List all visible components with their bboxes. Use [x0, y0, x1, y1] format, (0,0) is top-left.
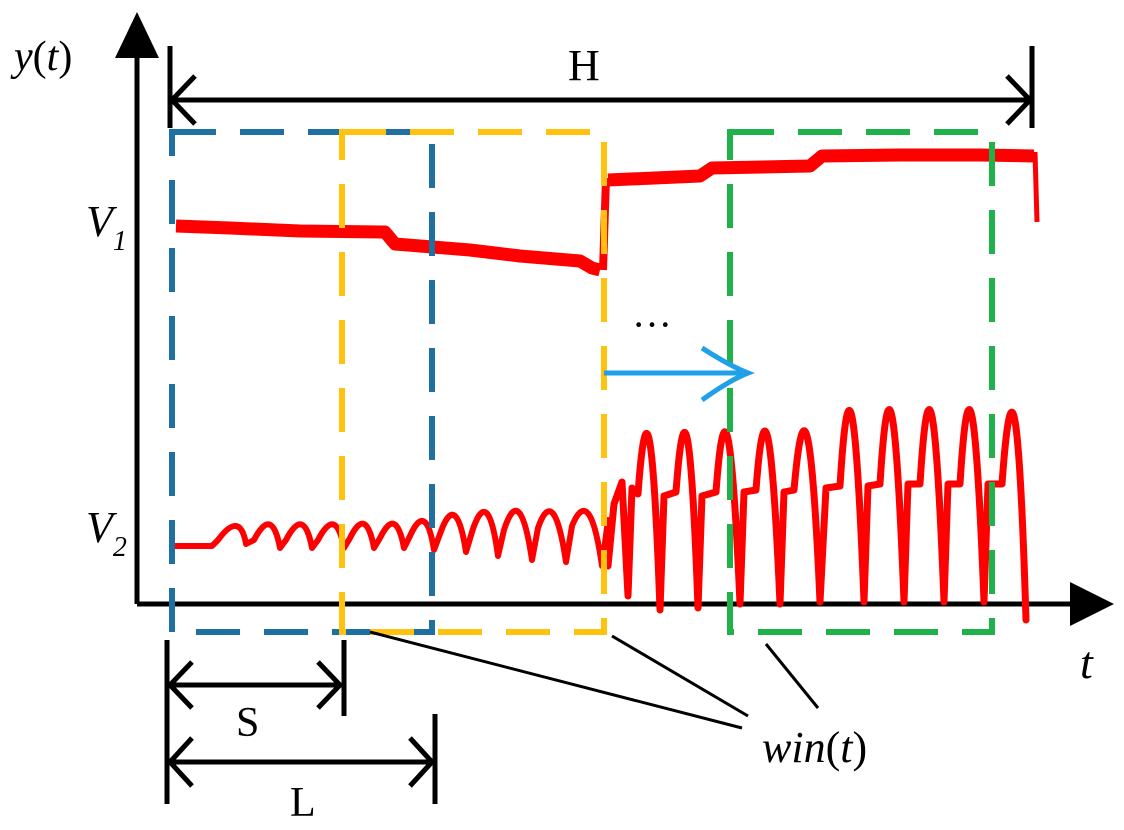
v1-label-main: V: [86, 197, 118, 246]
ellipsis-label: ···: [632, 302, 672, 347]
v2-label-main: V: [86, 503, 118, 552]
v1-signal-segment-2: [607, 148, 1035, 187]
x-axis-arrowhead: [1070, 582, 1114, 626]
window-function-label-win: win: [762, 723, 826, 772]
horizon-arrow-right: [1005, 74, 1034, 126]
y-axis-label-open: (: [33, 34, 47, 80]
v2-label: V2: [86, 503, 127, 563]
window-last: [727, 129, 995, 635]
window-function-label-open: (: [826, 723, 841, 772]
length-arrow-left: [166, 736, 194, 788]
y-axis-label-close: ): [58, 34, 72, 80]
slide-arrow-head: [700, 345, 755, 403]
window-function-label-close: ): [852, 723, 867, 772]
window-second: [339, 129, 607, 635]
leader-line-last: [764, 643, 820, 709]
horizon-arrow-left: [168, 74, 197, 126]
step-arrow-right: [316, 660, 344, 710]
v1-signal-segment-1: [175, 219, 602, 277]
length-arrow-right: [408, 736, 436, 788]
length-label: L: [290, 780, 316, 826]
y-axis-label: y(t): [10, 34, 72, 80]
v1-label: V1: [86, 197, 127, 257]
v1-signal-end-drop: [1032, 151, 1040, 223]
v2-label-sub: 2: [113, 532, 127, 563]
window-function-label: win(t): [762, 723, 867, 772]
horizon-label: H: [568, 41, 600, 90]
step-label: S: [236, 700, 259, 746]
window-first: [169, 129, 435, 635]
y-axis-label-y: y: [10, 34, 33, 80]
v2-signal: [169, 406, 1030, 624]
step-arrow-left: [166, 660, 194, 710]
window-function-label-t: t: [840, 723, 854, 772]
leader-line-first: [369, 630, 743, 730]
y-axis-arrowhead: [115, 12, 159, 58]
leader-line-second: [611, 634, 749, 718]
y-axis-label-t: t: [47, 34, 60, 80]
v2-signal-high-amplitude: [604, 406, 1030, 624]
x-axis-label: t: [1080, 637, 1094, 688]
v1-label-sub: 1: [113, 226, 127, 257]
v2-signal-low-amplitude: [169, 507, 611, 569]
